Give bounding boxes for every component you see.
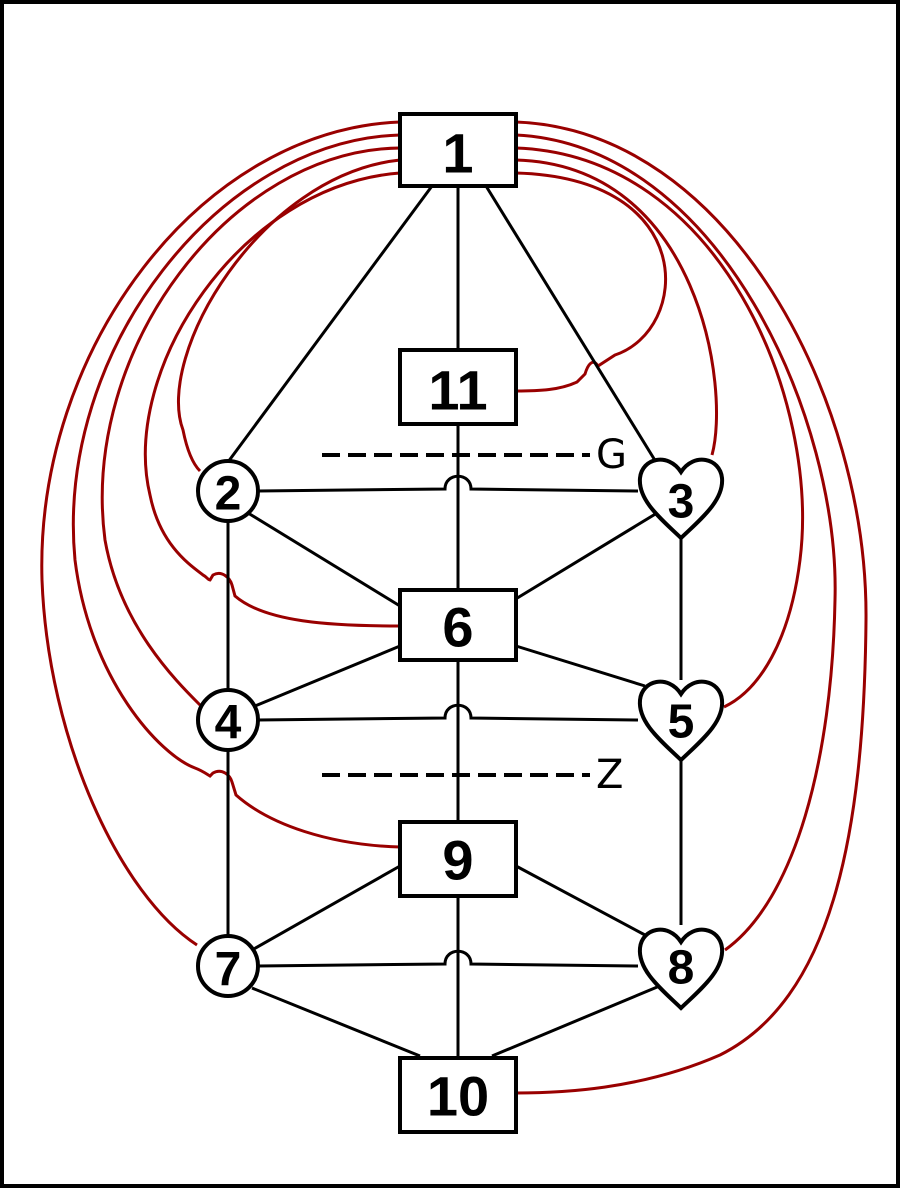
nodes-layer: 1 11 2 3 6 — [196, 112, 725, 1134]
edge-9-7 — [251, 864, 401, 952]
node-4-circle — [196, 688, 260, 752]
arc-1-7 — [40, 120, 401, 947]
arc-1-9 — [72, 133, 401, 849]
edge-7-10 — [251, 986, 421, 1058]
arc-1-6 — [144, 171, 401, 628]
level-label-g: G — [596, 432, 627, 478]
node-9-square — [398, 820, 518, 898]
node-9-label: 9 — [442, 829, 473, 892]
node-10: 10 — [398, 1056, 518, 1134]
node-7-circle — [196, 934, 260, 998]
node-8: 8 — [637, 927, 725, 1011]
edge-2-3 — [257, 474, 639, 493]
node-1-square — [398, 112, 518, 188]
node-1: 1 — [398, 112, 518, 188]
node-8-label: 8 — [668, 942, 695, 995]
node-5-heart — [637, 679, 725, 763]
edge-1-2 — [226, 185, 434, 463]
edge-2-6 — [247, 511, 401, 608]
node-6-label: 6 — [442, 596, 473, 659]
edge-6-4 — [254, 644, 401, 708]
node-11-square — [398, 348, 518, 426]
edge-9-8 — [515, 864, 646, 937]
arc-1-4 — [100, 146, 401, 707]
node-5: 5 — [637, 679, 725, 763]
node-3: 3 — [637, 457, 725, 541]
node-8-heart — [637, 927, 725, 1011]
node-1-label: 1 — [442, 122, 473, 185]
arc-1-11 — [515, 171, 667, 393]
node-11-label: 11 — [428, 359, 487, 422]
arcs-layer — [40, 120, 868, 1095]
node-4: 4 — [196, 688, 260, 752]
node-3-heart — [637, 457, 725, 541]
node-2-circle — [196, 459, 260, 523]
edge-8-10 — [491, 983, 663, 1058]
arc-1-3 — [515, 158, 718, 456]
arc-1-2 — [177, 158, 401, 473]
node-2-label: 2 — [215, 468, 242, 521]
level-label-z: Z — [596, 752, 623, 798]
node-7: 7 — [196, 934, 260, 998]
arc-1-10 — [515, 120, 868, 1095]
node-10-square — [398, 1056, 518, 1134]
edge-1-3 — [484, 185, 658, 463]
node-11: 11 — [398, 348, 518, 426]
arc-1-8 — [515, 133, 837, 952]
node-9: 9 — [398, 820, 518, 898]
edge-3-6 — [513, 508, 663, 602]
levels-layer: G Z — [322, 432, 627, 798]
node-6: 6 — [398, 588, 518, 662]
node-4-label: 4 — [215, 697, 242, 750]
node-3-label: 3 — [668, 476, 695, 529]
node-5-label: 5 — [668, 696, 695, 749]
node-7-label: 7 — [215, 944, 242, 997]
edge-6-5 — [515, 644, 646, 688]
arc-1-5 — [515, 146, 804, 709]
node-2: 2 — [196, 459, 260, 523]
node-10-label: 10 — [427, 1065, 489, 1128]
node-6-square — [398, 588, 518, 662]
edges-layer — [226, 185, 683, 1058]
